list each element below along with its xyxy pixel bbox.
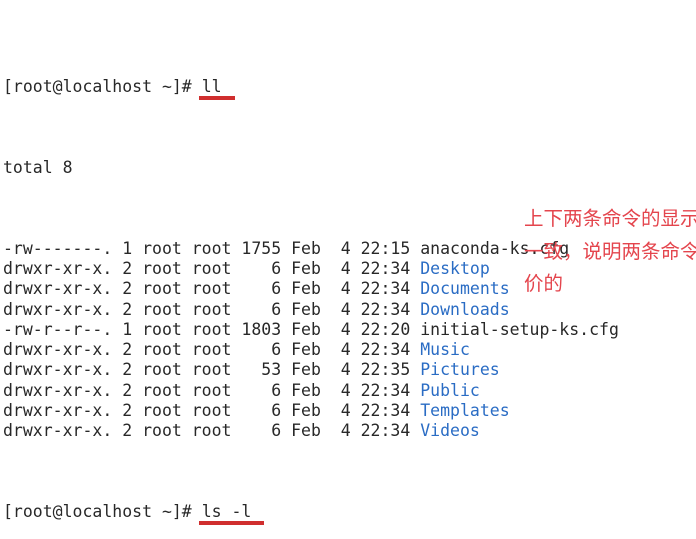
directory-name: Music xyxy=(420,340,470,359)
file-meta: drwxr-xr-x. 2 root root 6 Feb 4 22:34 xyxy=(3,340,421,359)
prompt-line-1: [root@localhost ~]# ll xyxy=(3,76,619,101)
total-line-1: total 8 xyxy=(3,157,73,177)
file-row: drwxr-xr-x. 2 root root 6 Feb 4 22:34 Vi… xyxy=(3,421,619,441)
directory-name: Videos xyxy=(420,421,480,440)
file-meta: drwxr-xr-x. 2 root root 6 Feb 4 22:34 xyxy=(3,380,421,400)
file-row: drwxr-xr-x. 2 root root 53 Feb 4 22:35 P… xyxy=(3,360,619,380)
file-row: drwxr-xr-x. 2 root root 6 Feb 4 22:34 Do… xyxy=(3,279,619,299)
file-row: drwxr-xr-x. 2 root root 6 Feb 4 22:34 Pu… xyxy=(3,381,619,401)
command-ll: ll xyxy=(198,76,235,101)
file-meta: drwxr-xr-x. 2 root root 6 Feb 4 22:34 xyxy=(3,421,421,440)
annotation-line-1: 上下两条命令的显示 xyxy=(524,208,696,230)
file-listing-1: -rw-------. 1 root root 1755 Feb 4 22:15… xyxy=(3,239,619,442)
prompt-line-2: [root@localhost ~]# ls -l xyxy=(3,502,619,526)
file-meta: drwxr-xr-x. 2 root root 6 Feb 4 22:34 xyxy=(3,259,421,278)
directory-name: Desktop xyxy=(420,259,490,278)
directory-name: Downloads xyxy=(420,299,510,319)
file-row: drwxr-xr-x. 2 root root 6 Feb 4 22:34 Te… xyxy=(3,401,619,421)
shell-prompt: [root@localhost ~]# xyxy=(3,76,202,96)
file-row: -rw-r--r--. 1 root root 1803 Feb 4 22:20… xyxy=(3,320,619,340)
shell-prompt: [root@localhost ~]# xyxy=(3,502,202,521)
file-row: -rw-------. 1 root root 1755 Feb 4 22:15… xyxy=(3,239,619,259)
file-name: anaconda-ks.cfg xyxy=(420,238,570,258)
file-name: initial-setup-ks.cfg xyxy=(420,319,619,339)
file-meta: drwxr-xr-x. 2 root root 6 Feb 4 22:34 xyxy=(3,279,421,299)
file-meta: drwxr-xr-x. 2 root root 6 Feb 4 22:34 xyxy=(3,299,421,319)
command-ls-l: ls -l xyxy=(198,502,264,526)
file-meta: drwxr-xr-x. 2 root root 53 Feb 4 22:35 xyxy=(3,360,421,380)
directory-name: Pictures xyxy=(420,360,500,380)
annotation-line-3: 价的 xyxy=(524,273,564,295)
file-meta: drwxr-xr-x. 2 root root 6 Feb 4 22:34 xyxy=(3,400,421,420)
file-row: drwxr-xr-x. 2 root root 6 Feb 4 22:34 Do… xyxy=(3,300,619,320)
file-meta: -rw-------. 1 root root 1755 Feb 4 22:15 xyxy=(3,238,421,258)
directory-name: Templates xyxy=(420,400,510,420)
terminal-output: [root@localhost ~]# ll total 8 -rw------… xyxy=(3,76,619,526)
file-meta: -rw-r--r--. 1 root root 1803 Feb 4 22:20 xyxy=(3,319,421,339)
annotation-line-2: 一致，说明两条命令 xyxy=(524,240,696,263)
directory-name: Documents xyxy=(420,279,510,299)
file-row: drwxr-xr-x. 2 root root 6 Feb 4 22:34 De… xyxy=(3,259,619,279)
file-row: drwxr-xr-x. 2 root root 6 Feb 4 22:34 Mu… xyxy=(3,340,619,360)
annotation-note: 上下两条命令的显示 一致，说明两条命令 价的 xyxy=(524,203,696,301)
directory-name: Public xyxy=(420,380,480,400)
